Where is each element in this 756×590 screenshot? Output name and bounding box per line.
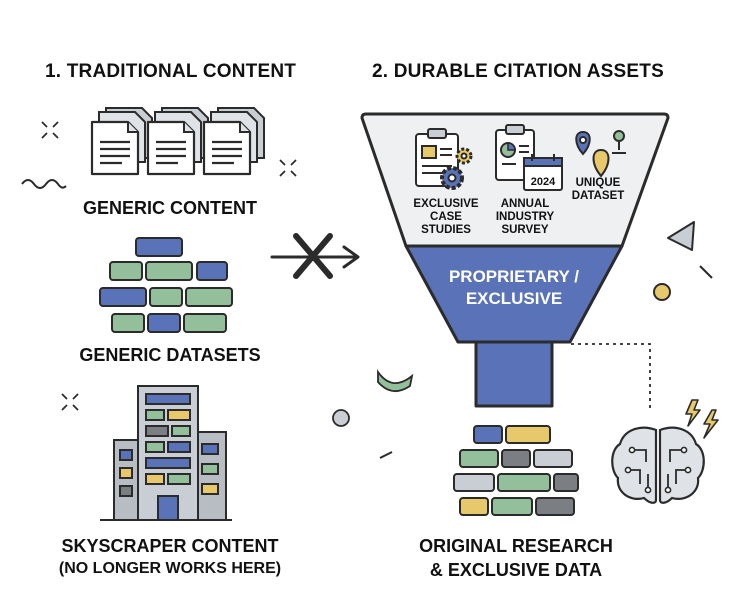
traditional-content-heading: 1. TRADITIONAL CONTENT — [45, 61, 297, 82]
clipboard-gear-icon — [415, 128, 473, 190]
generic-content-label: GENERIC CONTENT — [82, 198, 257, 218]
skyscraper-icon — [100, 385, 232, 521]
data-blocks-icon — [99, 237, 233, 333]
survey-year-badge: 2024 — [530, 176, 556, 188]
dotted-connector — [570, 343, 651, 408]
generic-datasets-label: GENERIC DATASETS — [79, 345, 261, 365]
decorative-shapes — [332, 221, 713, 459]
crossed-arrow-icon — [270, 233, 360, 279]
unique-dataset-label: UNIQUE DATASET — [571, 177, 625, 202]
durable-citation-assets-heading: 2. DURABLE CITATION ASSETS — [372, 61, 664, 82]
lightning-icon — [685, 399, 719, 439]
industry-survey-label: ANNUAL INDUSTRY SURVEY — [495, 198, 555, 236]
proprietary-exclusive-label: PROPRIETARY / EXCLUSIVE — [448, 267, 580, 309]
exclusive-data-label: & EXCLUSIVE DATA — [429, 560, 603, 580]
research-data-blocks-icon — [453, 425, 579, 516]
squiggle-decoration — [21, 179, 67, 189]
survey-calendar-icon — [495, 124, 563, 191]
original-research-label: ORIGINAL RESEARCH — [419, 536, 613, 556]
map-pins-icon — [575, 130, 626, 178]
skyscraper-content-note: (NO LONGER WORKS HERE) — [58, 560, 282, 577]
case-studies-label: EXCLUSIVE CASE STUDIES — [413, 198, 479, 236]
skyscraper-content-label: SKYSCRAPER CONTENT — [61, 536, 279, 556]
brain-icon — [611, 426, 705, 504]
documents-icon — [92, 108, 264, 174]
